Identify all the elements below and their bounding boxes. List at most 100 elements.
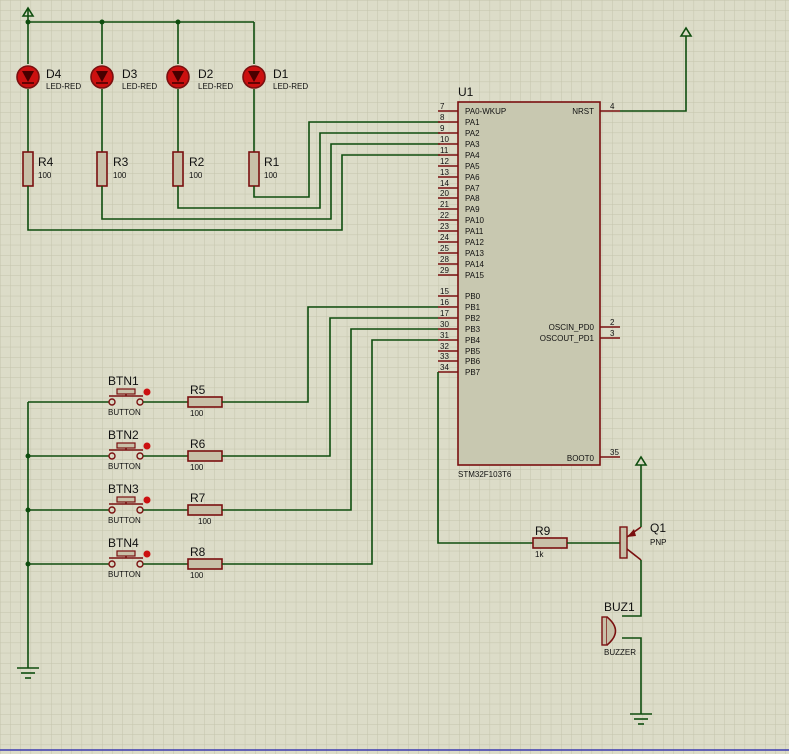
- led-section: D4 LED-RED D3 LED-RED D2 LED-RED D1 LED-…: [16, 6, 440, 231]
- nrst-power: [620, 26, 693, 112]
- svg-text:22: 22: [440, 211, 449, 220]
- svg-text:11: 11: [440, 146, 449, 155]
- svg-text:28: 28: [440, 255, 449, 264]
- led-d4-ref: D4: [46, 67, 62, 81]
- resistor-r3-value: 100: [113, 171, 127, 180]
- resistor-r6-value: 100: [190, 463, 204, 472]
- resistor-r5-value: 100: [190, 409, 204, 418]
- svg-text:35: 35: [610, 448, 619, 457]
- mcu-part: STM32F103T6: [458, 470, 512, 479]
- button-btn1-ref: BTN1: [108, 374, 139, 388]
- led-d1: D1 LED-RED: [242, 65, 308, 91]
- svg-text:16: 16: [440, 298, 449, 307]
- svg-text:PA14: PA14: [465, 260, 485, 269]
- svg-text:24: 24: [440, 233, 449, 242]
- svg-text:BOOT0: BOOT0: [567, 454, 595, 463]
- wire-r3-pa3: [101, 143, 440, 220]
- svg-text:PB1: PB1: [465, 303, 481, 312]
- svg-text:OSCIN_PD0: OSCIN_PD0: [549, 323, 595, 332]
- svg-text:PB4: PB4: [465, 336, 481, 345]
- svg-text:9: 9: [440, 124, 445, 133]
- svg-text:29: 29: [440, 266, 449, 275]
- svg-text:PB7: PB7: [465, 368, 481, 377]
- svg-text:NRST: NRST: [572, 107, 594, 116]
- ground-symbol-left: [17, 667, 39, 679]
- svg-text:PB6: PB6: [465, 357, 481, 366]
- button-btn3-ref: BTN3: [108, 482, 139, 496]
- wire-r2-pa2: [177, 132, 440, 209]
- svg-text:PA3: PA3: [465, 140, 480, 149]
- wire-r4-pa4: [27, 154, 440, 231]
- resistor-r1-ref: R1: [264, 155, 280, 169]
- wire-r6-pb2: [222, 317, 438, 457]
- resistor-r9-ref: R9: [535, 524, 551, 538]
- svg-text:25: 25: [440, 244, 449, 253]
- svg-text:31: 31: [440, 331, 449, 340]
- resistor-r5: R5 100: [187, 383, 223, 418]
- svg-text:PA15: PA15: [465, 271, 485, 280]
- svg-text:32: 32: [440, 342, 449, 351]
- svg-text:PA4: PA4: [465, 151, 480, 160]
- resistor-r7-ref: R7: [190, 491, 206, 505]
- svg-text:33: 33: [440, 352, 449, 361]
- led-d1-value: LED-RED: [273, 82, 308, 91]
- wire-r8-pb4: [222, 339, 438, 565]
- button-btn2-ref: BTN2: [108, 428, 139, 442]
- svg-text:PA5: PA5: [465, 162, 480, 171]
- button-btn4-value: BUTTON: [108, 570, 141, 579]
- resistor-r8-value: 100: [190, 571, 204, 580]
- svg-text:PB2: PB2: [465, 314, 481, 323]
- svg-text:PA11: PA11: [465, 227, 484, 236]
- svg-text:10: 10: [440, 135, 449, 144]
- resistor-r3: R3 100: [96, 151, 129, 187]
- svg-text:17: 17: [440, 309, 449, 318]
- wire-r7-pb3: [222, 328, 438, 511]
- led-d4-value: LED-RED: [46, 82, 81, 91]
- button-btn1-value: BUTTON: [108, 408, 141, 417]
- svg-text:PA8: PA8: [465, 194, 480, 203]
- svg-text:PA7: PA7: [465, 184, 480, 193]
- resistor-r6-ref: R6: [190, 437, 206, 451]
- transistor-q1-ref: Q1: [650, 521, 666, 535]
- wire-r1-pa1: [253, 121, 440, 198]
- resistor-r7-value: 100: [198, 517, 212, 526]
- svg-text:PB5: PB5: [465, 347, 481, 356]
- svg-text:PA12: PA12: [465, 238, 485, 247]
- buzzer-driver: R9 1k Q1 PNP BUZ1 BUZZER: [437, 372, 666, 725]
- svg-text:PA10: PA10: [465, 216, 485, 225]
- resistor-r5-ref: R5: [190, 383, 206, 397]
- mcu-body: [457, 101, 601, 466]
- svg-text:15: 15: [440, 287, 449, 296]
- svg-text:30: 30: [440, 320, 449, 329]
- led-d3: D3 LED-RED: [90, 65, 157, 91]
- ground-symbol-buzzer: [630, 713, 652, 725]
- buzzer-buz1: BUZ1 BUZZER: [601, 600, 636, 657]
- resistor-r2-value: 100: [189, 171, 203, 180]
- svg-text:PA2: PA2: [465, 129, 480, 138]
